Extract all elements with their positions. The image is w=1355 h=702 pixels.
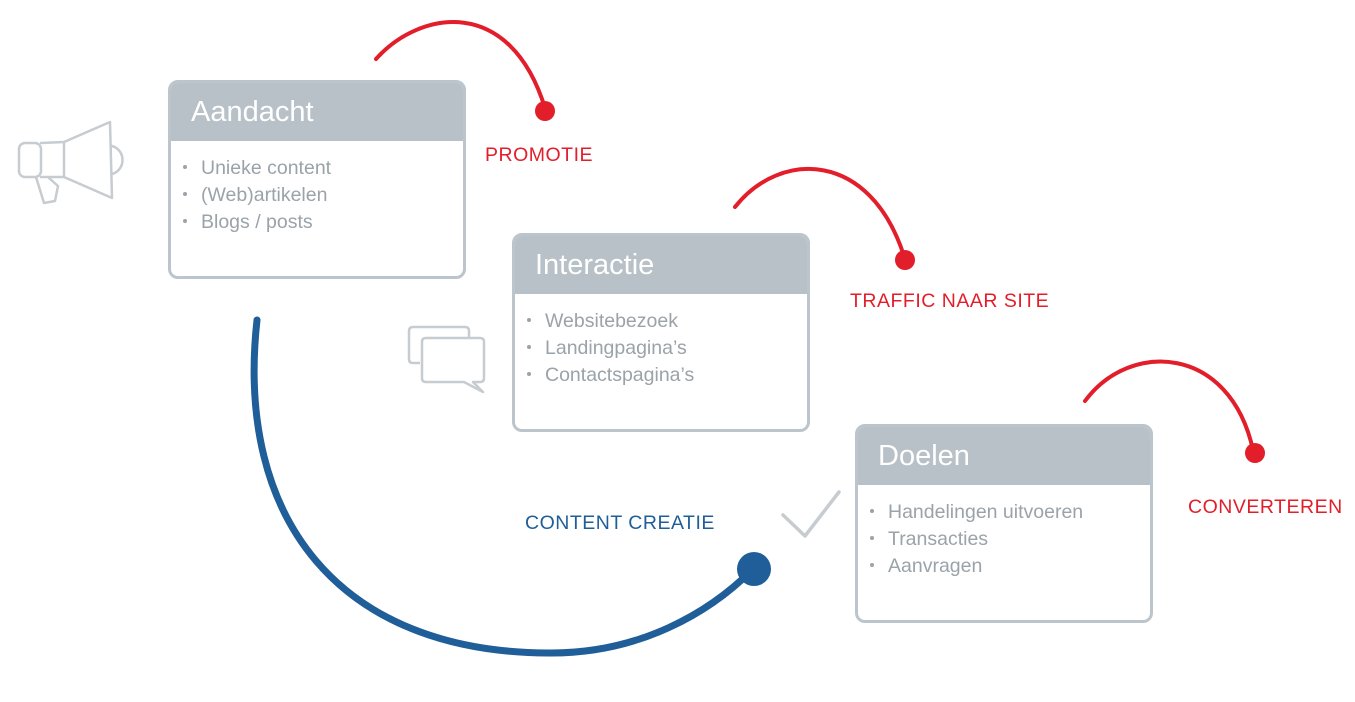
bullet-icon [527,344,531,349]
list-item: Aanvragen [870,553,1150,580]
bullet-icon [527,371,531,376]
promotie-label: PROMOTIE [485,144,594,166]
content-creatie-arc [250,316,756,657]
list-item: Blogs / posts [183,209,463,236]
stage-title: Aandacht [171,83,463,141]
bullet-icon [870,508,874,513]
bullet-icon [870,562,874,567]
stage-item-list: Handelingen uitvoeren Transacties Aanvra… [858,499,1150,580]
list-item: Handelingen uitvoeren [870,499,1150,526]
bullet-icon [183,191,187,196]
stage-card-doelen: Doelen Handelingen uitvoeren Transacties… [855,424,1153,623]
stage-title: Doelen [858,427,1150,485]
stage-item-list: Unieke content (Web)artikelen Blogs / po… [171,155,463,236]
bullet-icon [870,535,874,540]
list-item: Websitebezoek [527,308,807,335]
stage-card-interactie: Interactie Websitebezoek Landingpagina’s… [512,233,810,432]
converteren-arc-dot [1245,443,1265,463]
bullet-icon [183,218,187,223]
bullet-icon [527,317,531,322]
list-item: (Web)artikelen [183,182,463,209]
checkmark-icon [781,490,841,538]
traffic-naar-site-label: TRAFFIC NAAR SITE [850,290,1050,312]
stage-card-aandacht: Aandacht Unieke content (Web)artikelen B… [168,80,466,279]
promotie-arc-dot [535,101,555,121]
list-item: Unieke content [183,155,463,182]
promotie-arc [374,20,547,110]
traffic-arc-dot [895,250,915,270]
list-item: Landingpagina’s [527,335,807,362]
chat-bubbles-icon [407,325,486,394]
megaphone-icon [17,120,124,205]
stage-item-list: Websitebezoek Landingpagina’s Contactspa… [515,308,807,389]
content-creatie-arc-dot [737,552,771,586]
converteren-label: CONVERTEREN [1188,496,1343,518]
traffic-arc [733,167,906,258]
stage-title: Interactie [515,236,807,294]
content-creatie-label: CONTENT CREATIE [525,512,715,534]
converteren-arc [1083,359,1255,452]
list-item: Transacties [870,526,1150,553]
list-item: Contactspagina’s [527,362,807,389]
bullet-icon [183,164,187,169]
